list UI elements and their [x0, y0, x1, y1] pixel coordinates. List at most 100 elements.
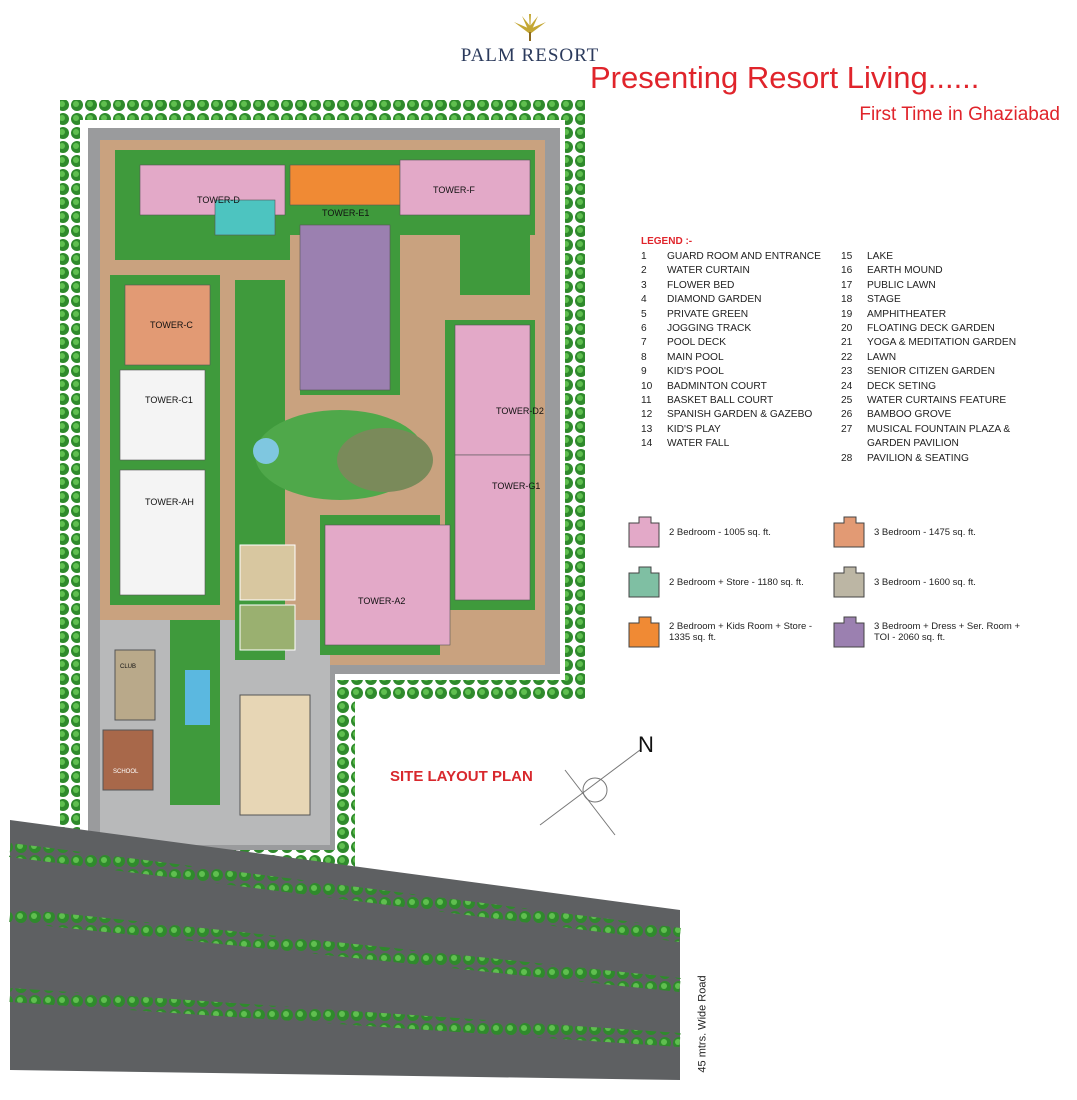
- svg-text:TOWER-E1: TOWER-E1: [322, 208, 369, 218]
- lake: [253, 438, 279, 464]
- brand-name: PALM RESORT: [460, 45, 600, 66]
- legend-item-number: 6: [641, 323, 647, 335]
- legend-item-label: LAWN: [867, 351, 897, 363]
- club-building: [114, 649, 156, 721]
- unit-type: 3 Bedroom + Dress + Ser. Room + TOI - 20…: [830, 615, 1024, 649]
- legend-item-number: 11: [641, 395, 652, 407]
- legend-item: 10 BADMINTON COURT: [641, 380, 831, 394]
- legend-item-number: 16: [841, 265, 853, 277]
- legend-item-number: 15: [841, 251, 853, 262]
- legend-item: 22 LAWN: [841, 351, 1031, 365]
- amphitheater: [337, 428, 433, 492]
- legend-item-number: 22: [841, 351, 853, 363]
- legend-item-label: GUARD ROOM AND ENTRANCE: [667, 251, 821, 262]
- legend-item-label: DIAMOND GARDEN: [667, 294, 762, 306]
- svg-text:SCHOOL: SCHOOL: [113, 769, 139, 775]
- legend-item-number: 9: [641, 366, 647, 378]
- unit-type: 2 Bedroom + Store - 1180 sq. ft.: [625, 565, 804, 599]
- legend-item-label: WATER CURTAINS FEATURE: [867, 395, 1007, 407]
- legend-item-label: PUBLIC LAWN: [867, 279, 936, 291]
- road-label: 45 mtrs. Wide Road: [696, 975, 709, 1073]
- legend-item-number: 17: [841, 279, 853, 291]
- unit-type-label: 3 Bedroom + Dress + Ser. Room + TOI - 20…: [874, 621, 1020, 643]
- legend-item-number: 21: [841, 337, 853, 349]
- legend-item-number: 14: [641, 438, 653, 450]
- legend-item-number: 20: [841, 323, 853, 335]
- north-compass: [539, 749, 641, 836]
- commercial-building: [239, 694, 311, 816]
- unit-plan-icon: [833, 616, 865, 648]
- legend-item-label: KID'S PLAY: [667, 423, 721, 435]
- headline: Presenting Resort Living......: [590, 60, 980, 95]
- legend-item-number: 26: [841, 409, 853, 421]
- legend-item: 28 PAVILION & SEATING: [841, 452, 1031, 466]
- unit-type-label: 2 Bedroom + Kids Room + Store - 1335 sq.…: [669, 621, 813, 643]
- main-pool: [185, 670, 210, 725]
- legend-item-number: 2: [641, 265, 647, 277]
- legend-item-number: 4: [641, 294, 647, 306]
- svg-text:CLUB: CLUB: [120, 664, 136, 670]
- unit-type-label: 3 Bedroom - 1475 sq. ft.: [874, 526, 976, 538]
- brand-logo: PALM RESORT: [455, 12, 605, 67]
- unit-type-label: 2 Bedroom - 1005 sq. ft.: [669, 526, 771, 538]
- svg-text:TOWER-AH: TOWER-AH: [145, 497, 194, 507]
- legend-item-number: 12: [641, 409, 653, 421]
- legend-item-label: BADMINTON COURT: [667, 380, 767, 392]
- legend-item: 4 DIAMOND GARDEN: [641, 293, 831, 307]
- lawn: [460, 235, 530, 295]
- unit-plan-icon: [833, 566, 865, 598]
- legend-item-label: PAVILION & SEATING: [867, 452, 969, 464]
- legend-item-label: POOL DECK: [667, 337, 727, 349]
- tower-ah: [119, 469, 206, 596]
- legend-item-number: 1: [641, 251, 647, 262]
- legend-item-label: BASKET BALL COURT: [667, 395, 774, 407]
- legend-item: 25 WATER CURTAINS FEATURE: [841, 394, 1031, 408]
- svg-text:TOWER-D: TOWER-D: [197, 195, 240, 205]
- site-layout-title: SITE LAYOUT PLAN: [390, 768, 533, 785]
- legend-item-number: 8: [641, 351, 647, 363]
- legend-item: 20 FLOATING DECK GARDEN: [841, 322, 1031, 336]
- subline: First Time in Ghaziabad: [859, 104, 1060, 125]
- legend-item: 23 SENIOR CITIZEN GARDEN: [841, 365, 1031, 379]
- svg-text:TOWER-C1: TOWER-C1: [145, 395, 193, 405]
- unit-type: 3 Bedroom - 1600 sq. ft.: [830, 565, 976, 599]
- legend-item-number: 27: [841, 423, 853, 435]
- legend-item-number: 23: [841, 366, 853, 378]
- legend-item-number: 10: [641, 380, 653, 392]
- legend-item-number: 25: [841, 395, 853, 407]
- legend-item-number: 18: [841, 294, 853, 306]
- legend-item: 11 BASKET BALL COURT: [641, 394, 831, 408]
- palm-leaf-icon: [514, 14, 546, 41]
- legend-item: 14 WATER FALL: [641, 437, 831, 451]
- unit-plan-icon: [628, 566, 660, 598]
- legend-item-number: 28: [841, 452, 853, 464]
- tower-d-store: [214, 199, 276, 236]
- legend-item-number: 19: [841, 308, 853, 320]
- tower-c1: [119, 369, 206, 461]
- legend-item-label: PRIVATE GREEN: [667, 308, 749, 320]
- badminton-court: [239, 604, 296, 651]
- svg-text:TOWER-F: TOWER-F: [433, 185, 475, 195]
- legend-item-label: WATER FALL: [667, 438, 730, 450]
- legend-item-label: FLOWER BED: [667, 279, 735, 291]
- legend-item-number: 24: [841, 380, 853, 392]
- legend-item-label: SENIOR CITIZEN GARDEN: [867, 366, 995, 378]
- unit-type-label: 3 Bedroom - 1600 sq. ft.: [874, 576, 976, 588]
- legend-item: 17 PUBLIC LAWN: [841, 279, 1031, 293]
- legend-item-label: FLOATING DECK GARDEN: [867, 323, 995, 335]
- legend-item: 1 GUARD ROOM AND ENTRANCE: [641, 250, 831, 264]
- tower-f: [399, 159, 531, 216]
- legend-item-label: DECK SETING: [867, 380, 937, 392]
